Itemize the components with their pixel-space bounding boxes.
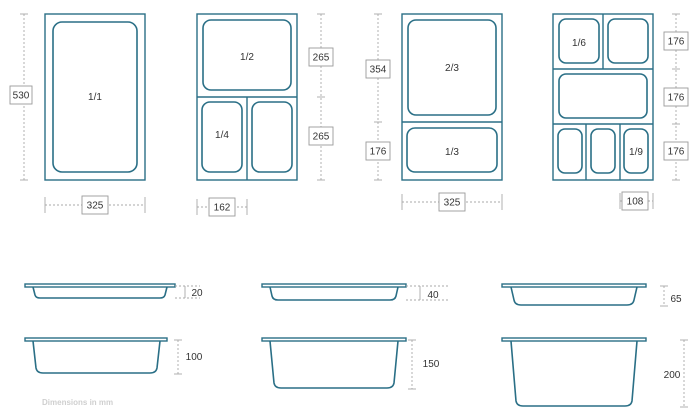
pan-2-3-1-3-top-view: 2/3 1/3 354 176 325 (365, 13, 503, 212)
pan-2-3-height-label: 354 (370, 65, 387, 76)
pan-1-3-fraction: 1/3 (445, 147, 459, 158)
side-view-depth-200: 200 (501, 337, 688, 408)
depth-20-label: 20 (191, 288, 203, 299)
pan-1-3-height-label: 176 (370, 147, 387, 158)
depth-200-label: 200 (664, 370, 681, 381)
pan-1-3-cavity (406, 127, 498, 173)
pan-1-6-left-cavity (558, 18, 600, 64)
pan-1-4-right-cavity (251, 101, 293, 173)
depth-150-label: 150 (423, 359, 440, 370)
pan-1-1-fraction: 1/1 (88, 92, 102, 103)
pan-2-3-width-label: 325 (444, 198, 461, 209)
pan-1-2-height-label: 265 (313, 53, 330, 64)
pan-1-4-width-label: 162 (214, 203, 231, 214)
pan-1-6-height-label-2: 176 (668, 93, 685, 104)
pan-1-9-fraction: 1/9 (629, 147, 643, 158)
pan-1-1-height-label: 530 (13, 91, 30, 102)
pan-1-6-fraction: 1/6 (572, 38, 586, 49)
pan-1-1-width-label: 325 (87, 201, 104, 212)
pan-1-6-height-label-3: 176 (668, 147, 685, 158)
pan-1-6-right-cavity (607, 18, 649, 64)
pan-1-1-outline (44, 13, 146, 181)
pan-2-3-fraction: 2/3 (445, 63, 459, 74)
pan-1-6-1-9-top-view: 1/6 1/9 176 176 176 108 (552, 13, 689, 211)
side-view-depth-40: 40 (261, 283, 448, 301)
dimensions-note: Dimensions in mm (42, 398, 113, 407)
pan-1-4-fraction: 1/4 (215, 130, 229, 141)
pan-1-3-middle-cavity (558, 73, 648, 119)
side-view-depth-20: 20 (24, 283, 203, 299)
depth-40-label: 40 (427, 290, 439, 301)
pan-1-2-1-4-top-view: 1/2 1/4 265 265 162 (196, 13, 334, 217)
pan-1-9-middle-cavity (590, 128, 616, 174)
pan-1-4-height-label: 265 (313, 132, 330, 143)
side-view-depth-150: 150 (261, 337, 440, 390)
pan-1-1-cavity (52, 21, 138, 173)
pan-1-2-fraction: 1/2 (240, 52, 254, 63)
pan-1-6-height-label-1: 176 (668, 37, 685, 48)
depth-65-label: 65 (670, 294, 682, 305)
pan-2-3-cavity (407, 19, 497, 116)
pan-2-3-1-3-outline (401, 13, 503, 181)
side-view-depth-100: 100 (24, 337, 203, 375)
depth-100-label: 100 (186, 352, 203, 363)
pan-1-4-left-cavity (201, 101, 243, 173)
pan-1-2-cavity (202, 19, 292, 91)
pan-1-9-left-cavity (557, 128, 583, 174)
pan-1-1-top-view: 1/1 530 325 (9, 13, 146, 215)
pan-1-9-right-cavity (623, 128, 649, 174)
side-view-depth-65: 65 (501, 283, 682, 307)
pan-1-9-width-label: 108 (627, 197, 644, 208)
